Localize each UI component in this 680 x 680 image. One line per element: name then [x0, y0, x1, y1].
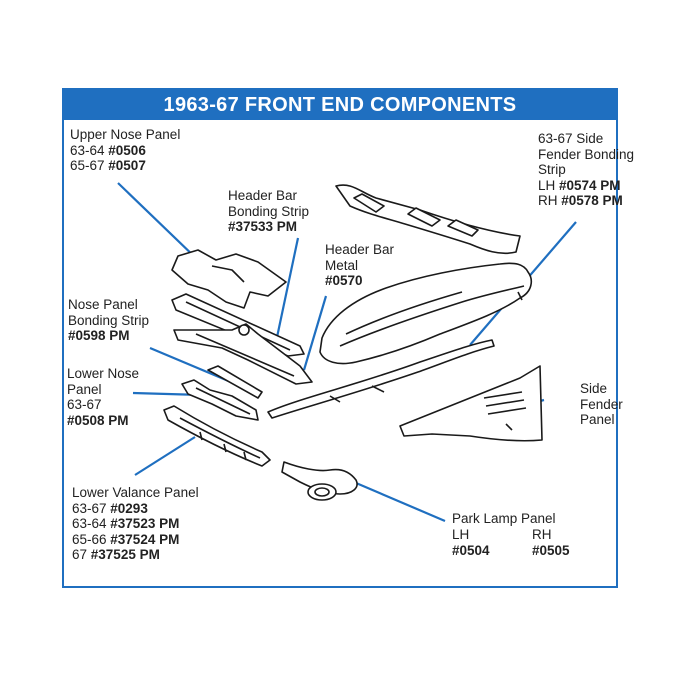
label-header-bar-metal: Header Bar Metal #0570	[325, 242, 394, 289]
leader-header-metal	[302, 295, 328, 371]
upper-nose-years-1: 63-64	[70, 142, 109, 158]
side-strip-line-3: Strip	[538, 162, 566, 177]
upper-nose-years-2: 65-67	[70, 158, 109, 173]
header-bar-metal-part	[335, 184, 521, 255]
upper-nose-part	[319, 262, 533, 365]
park-lamp-lh-number: #0504	[452, 543, 490, 558]
label-header-bar-strip: Header Bar Bonding Strip #37533 PM	[228, 188, 309, 235]
label-park-lamp-panel: Park Lamp Panel	[452, 511, 556, 527]
header-strip-line-1: Header Bar	[228, 188, 298, 203]
valance-part-4: #37525 PM	[90, 547, 160, 562]
header-bar-strip-part	[171, 293, 305, 357]
header-metal-line-2: Metal	[325, 257, 359, 273]
small-strip-part	[207, 365, 263, 399]
park-lamp-lh-part: #0504	[452, 543, 490, 559]
side-strip-lh: LH	[538, 177, 560, 193]
leader-valance	[134, 436, 196, 476]
lower-nose-line-3: 63-67	[67, 397, 102, 412]
upper-nose-panel-part	[171, 249, 287, 309]
upper-nose-row-2: 65-67 #0507	[70, 158, 180, 174]
label-nose-panel-strip: Nose Panel Bonding Strip #0598 PM	[68, 297, 149, 344]
side-fender-part	[399, 365, 543, 442]
park-lamp-name: Park Lamp Panel	[452, 511, 556, 526]
label-lower-nose-panel: Lower Nose Panel 63-67 #0508 PM	[67, 366, 139, 428]
header-metal-part: #0570	[325, 273, 363, 288]
park-lamp-lh-label: LH	[452, 527, 470, 542]
nose-strip-line-1: Nose Panel	[68, 297, 138, 312]
label-side-fender-panel: Side Fender Panel	[580, 381, 623, 428]
upper-nose-part-2: #0507	[108, 158, 146, 173]
valance-part-2: #37523 PM	[110, 516, 180, 531]
parts	[163, 184, 543, 501]
upper-nose-part-1: #0506	[108, 142, 146, 158]
valance-part-1: #0293	[110, 500, 148, 516]
header-metal-line-1: Header Bar	[325, 242, 395, 257]
side-fender-line-1: Side	[580, 381, 608, 396]
label-upper-nose-panel: Upper Nose Panel 63-64 #0506 65-67 #0507	[70, 127, 180, 174]
lower-nose-part	[181, 379, 259, 421]
lower-nose-line-2: Panel	[67, 381, 102, 397]
park-lamp-rh-label: RH	[532, 527, 552, 542]
park-lamp-rh-part: #0505	[532, 543, 570, 559]
valance-years-1: 63-67	[72, 500, 111, 516]
side-strip-rh-part: #0578 PM	[561, 193, 623, 208]
park-lamp-part	[281, 461, 358, 501]
side-fender-line-2: Fender	[580, 396, 623, 412]
side-fender-strip-part	[267, 339, 495, 419]
side-strip-line-2: Fender Bonding	[538, 146, 635, 162]
leader-header-strip	[274, 237, 300, 343]
valance-name: Lower Valance Panel	[72, 485, 199, 500]
label-lower-valance-panel: Lower Valance Panel 63-67 #0293 63-64 #3…	[72, 485, 199, 563]
valance-years-2: 63-64	[72, 516, 111, 531]
park-lamp-rh-number: #0505	[532, 543, 570, 558]
nose-strip-line-2: Bonding Strip	[68, 312, 150, 328]
diagram-title: 1963-67 FRONT END COMPONENTS	[64, 90, 616, 120]
valance-years-4: 67	[72, 547, 91, 562]
header-strip-part: #37533 PM	[228, 219, 298, 234]
nose-panel-strip-part	[173, 323, 313, 385]
lower-nose-part: #0508 PM	[67, 412, 129, 428]
valance-years-3: 65-66	[72, 531, 111, 547]
nose-strip-part: #0598 PM	[68, 328, 130, 343]
diagram-frame: 1963-67 FRONT END COMPONENTS	[62, 88, 618, 588]
valance-part-3: #37524 PM	[110, 531, 180, 547]
leader-park-lamp	[341, 475, 446, 523]
header-strip-line-2: Bonding Strip	[228, 203, 310, 219]
side-strip-line-1: 63-67 Side	[538, 131, 604, 146]
side-strip-lh-part: #0574 PM	[559, 177, 621, 193]
side-fender-line-3: Panel	[580, 412, 615, 427]
lower-nose-line-1: Lower Nose	[67, 366, 140, 381]
side-strip-rh: RH	[538, 193, 562, 208]
label-side-fender-strip: 63-67 Side Fender Bonding Strip LH #0574…	[538, 131, 634, 209]
leader-upper-nose	[117, 182, 201, 263]
upper-nose-name: Upper Nose Panel	[70, 127, 181, 142]
upper-nose-row-1: 63-64 #0506	[70, 143, 180, 159]
lower-valance-part	[163, 405, 271, 467]
